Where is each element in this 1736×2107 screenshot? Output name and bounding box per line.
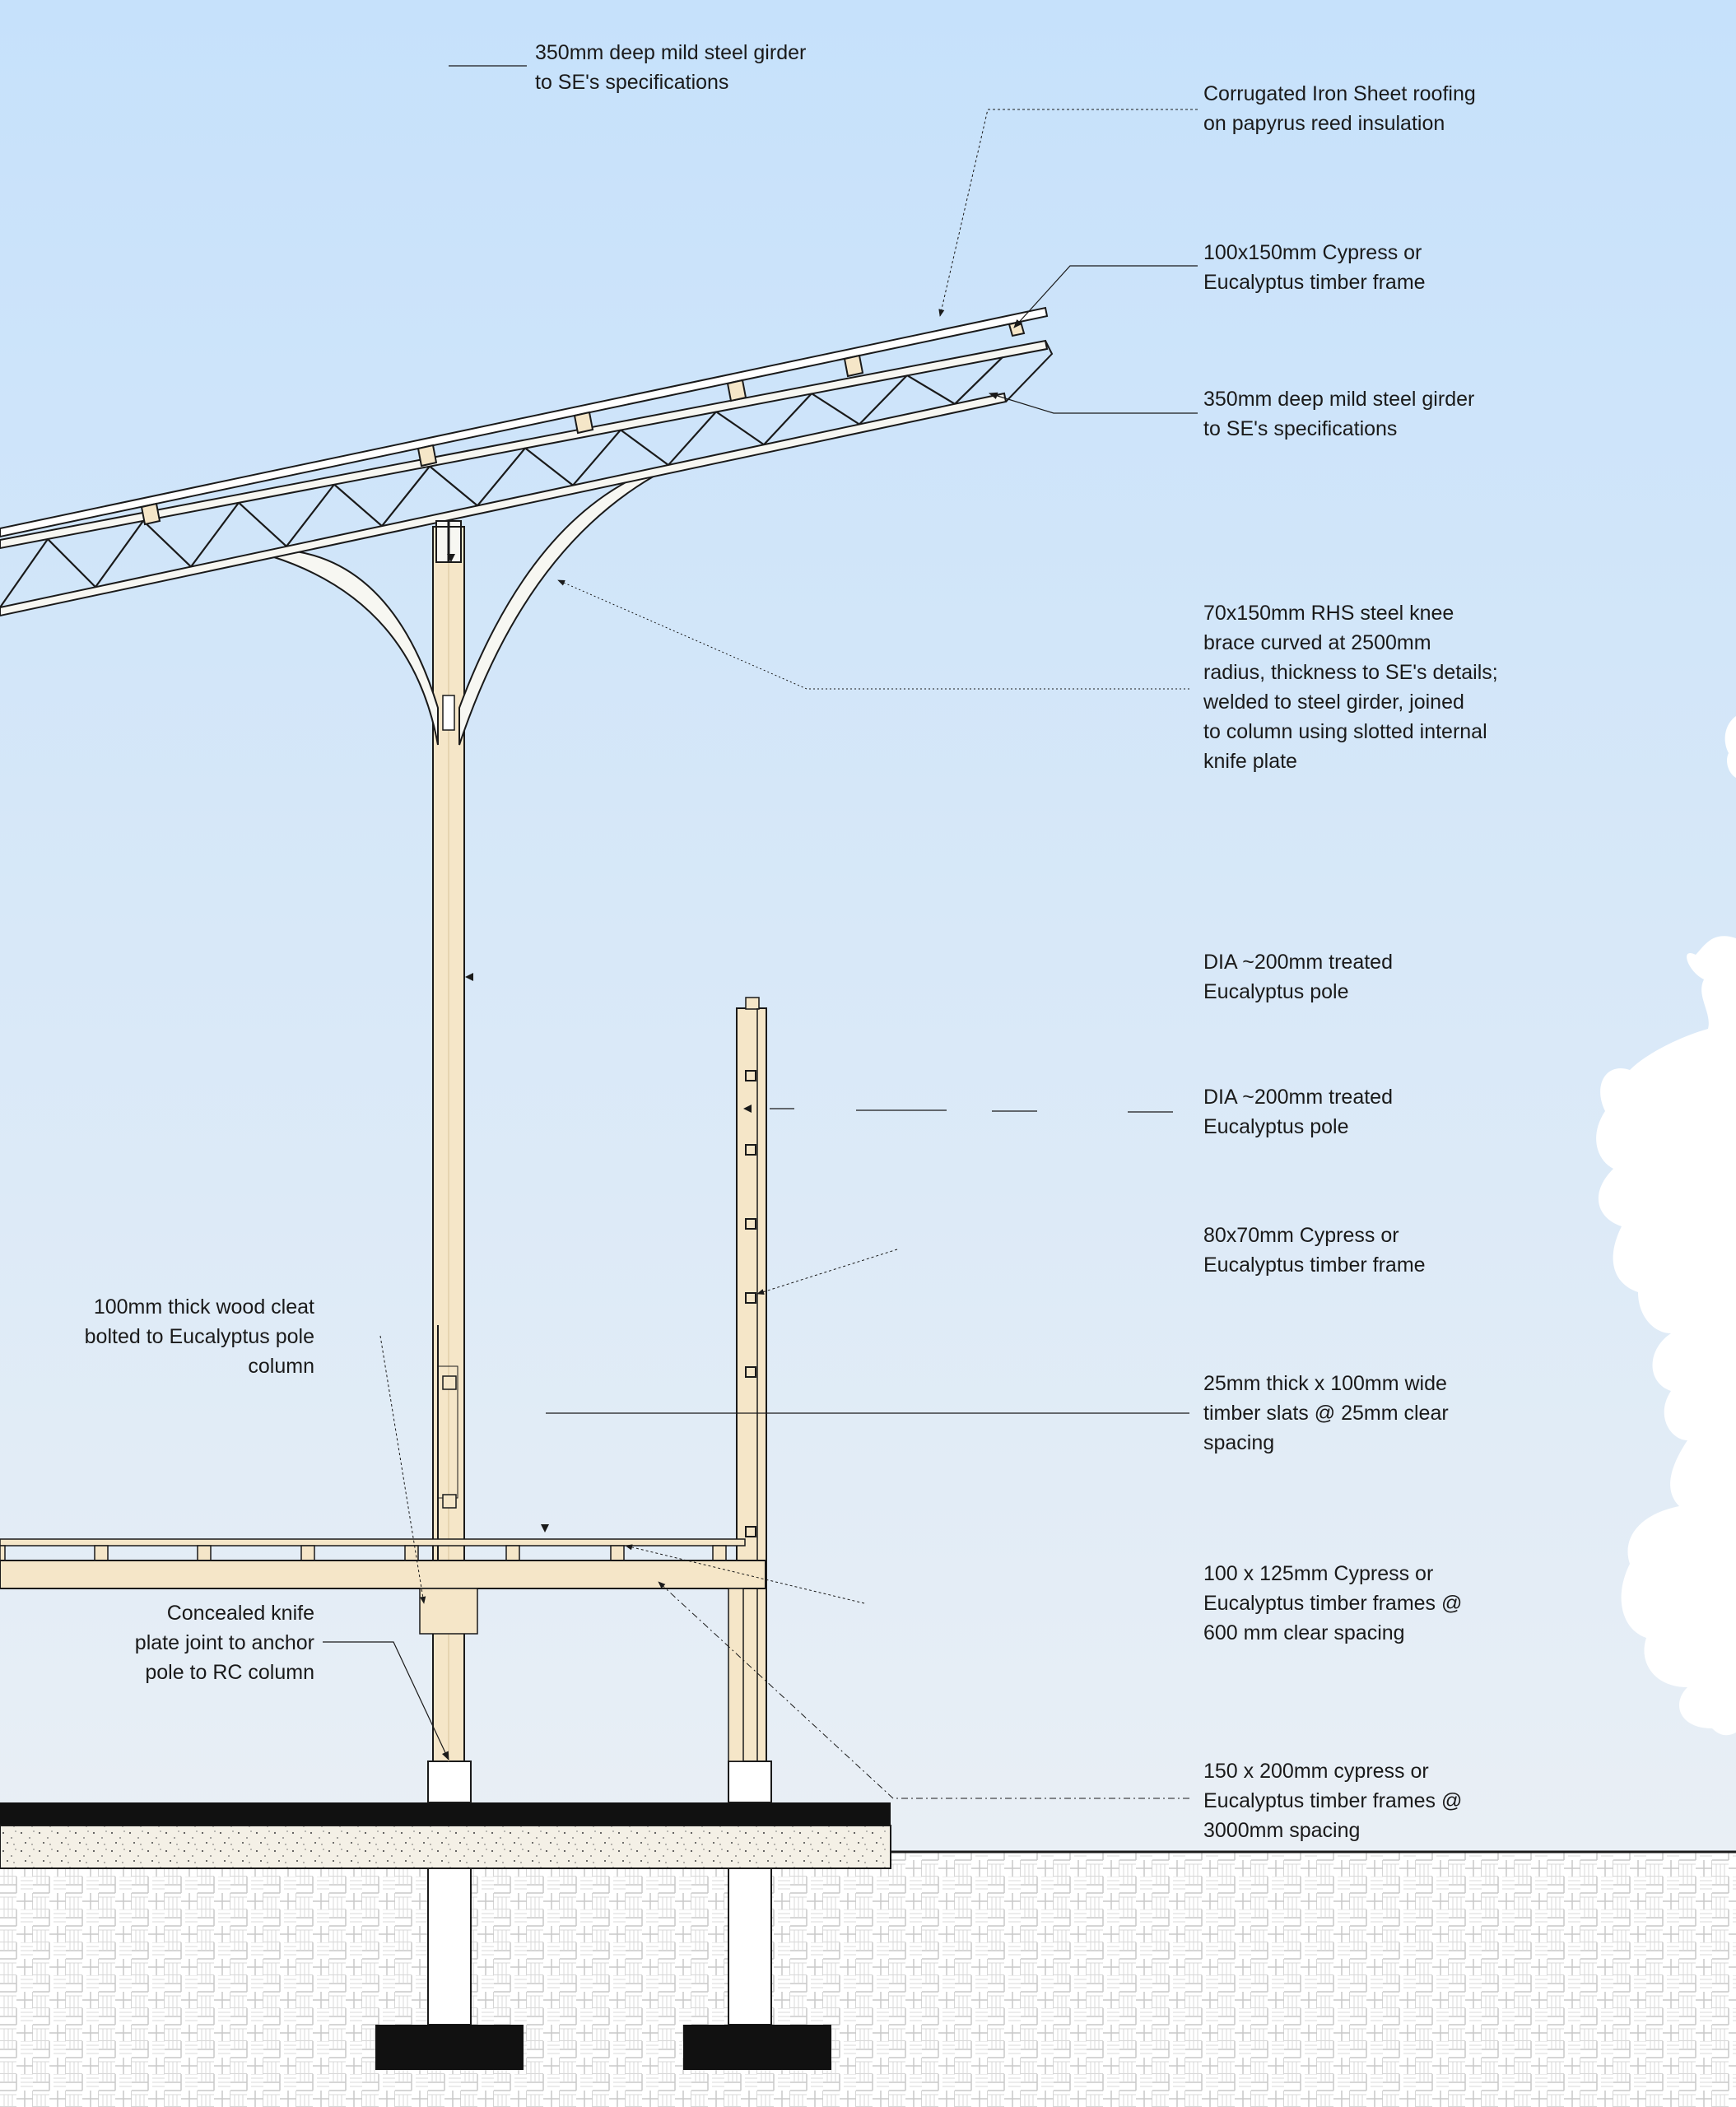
label-slats: 25mm thick x 100mm wide timber slats @ 2… (1203, 1369, 1449, 1458)
label-line: 25mm thick x 100mm wide (1203, 1372, 1447, 1395)
label-line: DIA ~200mm treated (1203, 951, 1393, 974)
pier-left (427, 1867, 472, 2026)
cloud-large (1596, 936, 1736, 1736)
label-line: 600 mm clear spacing (1203, 1621, 1405, 1644)
label-line: 80x70mm Cypress or (1203, 1224, 1399, 1247)
cleat-block-1 (442, 1375, 457, 1390)
label-line: DIA ~200mm treated (1203, 1086, 1393, 1109)
arrow-ticks (447, 554, 752, 1533)
cleat-block-2 (442, 1494, 457, 1509)
label-pole-1: DIA ~200mm treated Eucalyptus pole (1203, 947, 1393, 1007)
label-line: to column using slotted internal (1203, 720, 1487, 743)
label-line: Eucalyptus pole (1203, 980, 1349, 1003)
label-line: 100mm thick wood cleat (93, 1295, 314, 1319)
label-line: to SE's specifications (1203, 417, 1398, 440)
secondary-column-slats (745, 1070, 756, 1537)
label-line: 350mm deep mild steel girder (535, 41, 807, 64)
footing-left (375, 2025, 524, 2070)
label-line: Eucalyptus timber frames @ (1203, 1592, 1463, 1615)
label-frames-100x125: 100 x 125mm Cypress or Eucalyptus timber… (1203, 1559, 1462, 1648)
label-line: bolted to Eucalyptus pole (84, 1325, 314, 1348)
label-line: spacing (1203, 1431, 1275, 1454)
label-line: radius, thickness to SE's details; (1203, 661, 1498, 684)
knee-brace-left (268, 550, 439, 746)
label-knee-brace: 70x150mm RHS steel knee brace curved at … (1203, 598, 1498, 776)
label-line: Corrugated Iron Sheet roofing (1203, 82, 1476, 105)
label-line: 350mm deep mild steel girder (1203, 388, 1475, 411)
timber-purlins (140, 320, 1026, 526)
label-line: to SE's specifications (535, 71, 729, 94)
slab-black-band (0, 1802, 891, 1826)
label-roofing: Corrugated Iron Sheet roofing on papyrus… (1203, 79, 1476, 138)
secondary-column-cap (745, 997, 760, 1010)
label-frame-80x70: 80x70mm Cypress or Eucalyptus timber fra… (1203, 1221, 1426, 1280)
cloud-small (1724, 716, 1736, 778)
label-line: welded to steel girder, joined (1203, 691, 1464, 714)
label-frames-150x200: 150 x 200mm cypress or Eucalyptus timber… (1203, 1756, 1462, 1845)
label-pole-2: DIA ~200mm treated Eucalyptus pole (1203, 1082, 1393, 1142)
label-line: knife plate (1203, 750, 1297, 773)
anchor-block-right (728, 1760, 772, 1803)
ground (0, 1852, 1736, 2107)
label-line: Eucalyptus timber frame (1203, 1254, 1426, 1277)
label-wood-cleat: 100mm thick wood cleat bolted to Eucalyp… (85, 1292, 314, 1381)
deck-post (728, 1588, 744, 1762)
label-line: brace curved at 2500mm (1203, 631, 1431, 654)
label-girder-right: 350mm deep mild steel girder to SE's spe… (1203, 384, 1474, 444)
label-line: pole to RC column (145, 1661, 314, 1684)
label-line: 3000mm spacing (1203, 1819, 1361, 1842)
label-line: Concealed knife (166, 1602, 314, 1625)
label-line: Eucalyptus timber frames @ (1203, 1789, 1463, 1812)
label-line: Eucalyptus timber frame (1203, 271, 1426, 294)
leader-lines (323, 65, 1198, 1799)
label-line: 100x150mm Cypress or (1203, 241, 1422, 264)
concrete-slab (0, 1825, 891, 1869)
footing-right (683, 2025, 831, 2070)
beam-to-column-joint (419, 1588, 478, 1635)
deck-top-rail (0, 1538, 746, 1547)
anchor-block-left (427, 1760, 472, 1803)
label-knife-plate: Concealed knife plate joint to anchor po… (135, 1598, 314, 1687)
label-line: on papyrus reed insulation (1203, 112, 1445, 135)
label-line: column (248, 1355, 314, 1378)
label-line: plate joint to anchor (134, 1631, 314, 1654)
label-line: 150 x 200mm cypress or (1203, 1760, 1429, 1783)
roof-sheet (0, 306, 1049, 538)
knife-plate-slot (442, 695, 455, 731)
label-top-girder: 350mm deep mild steel girder to SE's spe… (535, 38, 806, 97)
roof-girder (0, 339, 1054, 617)
label-line: Eucalyptus pole (1203, 1115, 1349, 1138)
pier-right (728, 1867, 772, 2026)
label-line: timber slats @ 25mm clear (1203, 1402, 1449, 1425)
label-line: 70x150mm RHS steel knee (1203, 602, 1454, 625)
label-line: 100 x 125mm Cypress or (1203, 1562, 1434, 1585)
deck-beam (0, 1560, 766, 1589)
label-timber-frame-top: 100x150mm Cypress or Eucalyptus timber f… (1203, 238, 1426, 297)
